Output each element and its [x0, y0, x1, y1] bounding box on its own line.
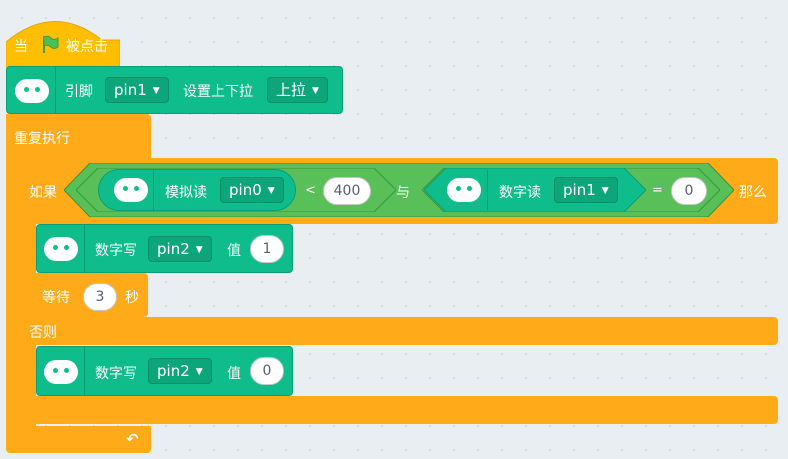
forever-block-arm	[6, 156, 20, 428]
dropdown-arrow-icon: ▼	[312, 86, 319, 96]
microbit-icon	[15, 79, 49, 103]
pin-dropdown[interactable]: pin1▼	[105, 77, 169, 103]
dropdown-arrow-icon: ▼	[267, 186, 275, 196]
when-flag-clicked-block[interactable]: 当 被点击	[6, 20, 120, 68]
dropdown-arrow-icon: ▼	[195, 245, 203, 255]
analog-pin-dropdown[interactable]: pin0▼	[220, 177, 284, 203]
value-label: 值	[227, 243, 241, 259]
digital-write-value-input[interactable]: 1	[250, 235, 284, 263]
digital-read-label: 数字读	[499, 185, 541, 201]
if-else-block-bottom	[20, 396, 778, 424]
green-flag-icon	[43, 35, 59, 53]
forever-label: 重复执行	[14, 131, 70, 147]
pin-pull-block[interactable]: 引脚 pin1▼ 设置上下拉 上拉▼	[6, 66, 343, 114]
pin-label: 引脚	[65, 84, 93, 100]
wait-label: 等待	[42, 290, 70, 306]
microbit-icon	[447, 178, 481, 202]
hat-when-label: 当	[14, 39, 28, 55]
pull-mode-dropdown[interactable]: 上拉▼	[267, 77, 328, 103]
seconds-unit-label: 秒	[125, 290, 139, 306]
microbit-icon	[114, 178, 148, 202]
equals-value-input[interactable]: 0	[671, 177, 707, 205]
microbit-icon	[44, 237, 78, 261]
forever-block-top[interactable]	[6, 114, 151, 158]
set-pull-label: 设置上下拉	[183, 84, 253, 100]
dropdown-arrow-icon: ▼	[152, 86, 160, 96]
digital-read-pin-dropdown[interactable]: pin1▼	[554, 177, 618, 203]
threshold-input[interactable]: 400	[323, 177, 371, 205]
digital-write-value-input[interactable]: 0	[250, 357, 284, 385]
hat-clicked-label: 被点击	[66, 39, 108, 55]
digital-write-label: 数字写	[95, 243, 137, 259]
digital-write-pin-dropdown[interactable]: pin2▼	[148, 358, 212, 384]
then-label: 那么	[739, 185, 767, 201]
equals-op: =	[652, 183, 663, 198]
microbit-icon	[44, 360, 78, 384]
dropdown-arrow-icon: ▼	[601, 186, 609, 196]
less-than-op: <	[305, 183, 316, 198]
hat-shape	[6, 21, 120, 68]
if-else-middle	[20, 317, 778, 345]
digital-write-label: 数字写	[95, 366, 137, 382]
if-label: 如果	[29, 185, 57, 201]
wait-seconds-input[interactable]: 3	[83, 283, 117, 311]
analog-read-label: 模拟读	[165, 185, 207, 201]
value-label: 值	[227, 366, 241, 382]
dropdown-arrow-icon: ▼	[195, 367, 203, 377]
loop-arrow-icon: ↶	[126, 430, 139, 448]
digital-write-pin-dropdown[interactable]: pin2▼	[148, 236, 212, 262]
forever-block-bottom	[6, 426, 151, 453]
and-label: 与	[396, 185, 410, 201]
else-label: 否则	[29, 325, 57, 341]
